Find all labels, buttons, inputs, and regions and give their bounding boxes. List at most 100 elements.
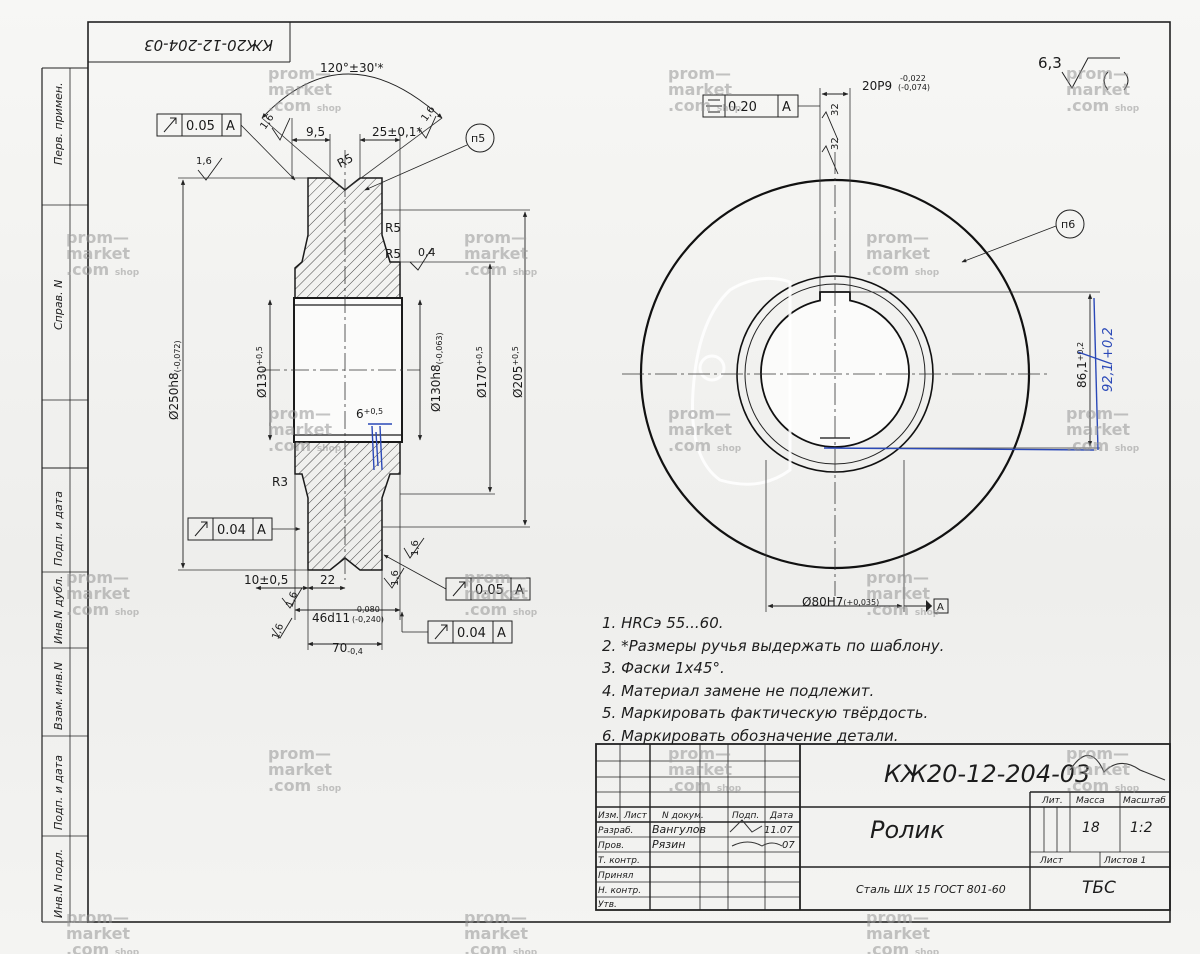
svg-text:(-0,240): (-0,240) <box>352 615 384 624</box>
tb-role-3: Т. контр. <box>598 856 640 866</box>
title-block <box>595 743 1171 911</box>
tb-mass: 18 <box>1082 820 1100 836</box>
dim-angle: 120°±30'* <box>320 61 384 75</box>
svg-text:(-0,074): (-0,074) <box>898 83 930 92</box>
svg-text:0.05: 0.05 <box>186 119 215 134</box>
tb-name-2: Рязин <box>652 838 685 851</box>
tb-header-doc: N докум. <box>662 811 704 821</box>
svg-text:Ø170+0,5: Ø170+0,5 <box>475 346 489 398</box>
svg-text:-0,080: -0,080 <box>354 605 380 614</box>
tb-header-list: Лист <box>623 811 648 821</box>
side-stamp: Перв. примен. Справ. N Подп. и дата Инв.… <box>52 82 65 918</box>
balloon-n5 <box>465 123 495 153</box>
side-perv-primen: Перв. примен. <box>52 82 65 165</box>
tb-organization: ТБС <box>1082 878 1116 898</box>
side-vzam-inv: Взам. инв.N <box>52 662 65 730</box>
watermark: prom—market.com shop <box>668 64 742 115</box>
svg-text:20P9: 20P9 <box>862 79 892 93</box>
dim-25: 25±0,1* <box>372 125 422 139</box>
rough-1-6-a: 1,6 <box>196 156 212 167</box>
dim-r3: R3 <box>272 475 288 489</box>
note-3: 3. Фаски 1х45°. <box>602 659 725 677</box>
side-podp-data-2: Подп. и дата <box>52 755 65 830</box>
signature-prov <box>731 841 783 847</box>
tb-header-podp: Подп. <box>732 811 759 821</box>
svg-text:70-0,4: 70-0,4 <box>332 641 363 656</box>
svg-text:0.20: 0.20 <box>728 100 757 115</box>
watermark: prom—market.com shop <box>464 908 538 954</box>
watermark: prom—market.com shop <box>268 744 342 795</box>
watermark: prom—market.com shop <box>1066 64 1140 115</box>
section-view: 120°±30'* 9,5 25±0,1* R5 R5 R5 0,4 R3 Ø2… <box>156 61 531 656</box>
watermark: prom—market.com shop <box>668 744 742 795</box>
watermark: prom—market.com shop <box>866 568 940 619</box>
svg-text:6+0,5: 6+0,5 <box>356 407 383 421</box>
dim-d130h8: Ø130h8(-0,063) <box>429 332 444 412</box>
side-sprav-n: Справ. N <box>52 280 65 330</box>
tb-date-2: 07 <box>782 840 795 851</box>
watermark: prom—market.com shop <box>66 568 140 619</box>
handwritten-marks-left <box>368 423 392 471</box>
tb-sheets-label: Листов 1 <box>1103 856 1146 866</box>
rough-1-6-d: 1,6 <box>410 540 421 556</box>
tolerance-runout-top: 0.05 A <box>156 113 296 181</box>
dim-r5-upper: R5 <box>385 221 401 235</box>
signature-razrab <box>729 819 763 833</box>
tb-role-4: Принял <box>598 871 634 881</box>
dim-bore: Ø80H7(+0,035) <box>802 595 879 609</box>
svg-text:46d11: 46d11 <box>312 611 350 625</box>
svg-text:0.04: 0.04 <box>457 626 486 641</box>
dim-keyway: 20P9 -0,022 (-0,074) <box>862 74 930 93</box>
side-inv-podl: Инв.N подл. <box>52 849 65 918</box>
watermark: prom—market.com shop <box>66 908 140 954</box>
note-1: 1. HRCэ 55...60. <box>602 614 724 632</box>
tb-role-5: Н. контр. <box>598 886 641 896</box>
watermark: prom—market.com shop <box>1066 744 1140 795</box>
tb-role-2: Пров. <box>598 841 624 851</box>
signature-number <box>1069 754 1166 781</box>
roughness-keyway <box>821 111 839 175</box>
svg-text:-0,022: -0,022 <box>900 74 926 83</box>
front-view: 20P9 -0,022 (-0,074) 86,1+0,2 Ø80H7(+0,0… <box>622 54 1129 614</box>
svg-text:A: A <box>497 626 506 641</box>
dim-22: 22 <box>320 573 335 587</box>
svg-text:Ø80H7(+0,035): Ø80H7(+0,035) <box>802 595 879 609</box>
balloon-n6-label: п6 <box>1061 218 1075 231</box>
side-podp-data-1: Подп. и дата <box>52 491 65 566</box>
dim-d250: Ø250h8(-0,072) <box>167 340 182 420</box>
note-2: 2. *Размеры ручья выдержать по шаблону. <box>602 636 945 655</box>
balloon-n6 <box>1055 209 1085 239</box>
dim-d170: Ø170+0,5 <box>475 346 489 398</box>
watermark: prom—market.com shop <box>866 228 940 279</box>
tolerance-runout-left: 0.04 A <box>187 517 301 541</box>
handwritten-correction <box>823 297 1113 451</box>
rough-1-6-f: 1,6 <box>284 590 300 609</box>
side-inv-dubl: Инв.N дубл. <box>52 575 65 644</box>
tb-drawing-number: КЖ20-12-204-03 <box>884 760 1090 788</box>
tb-part-name: Ролик <box>870 816 945 844</box>
svg-text:A: A <box>226 119 235 134</box>
tb-lit-label: Лит. <box>1041 796 1063 806</box>
dim-70: 70-0,4 <box>332 641 363 656</box>
svg-text:0.05: 0.05 <box>475 583 504 598</box>
dim-46: 46d11 -0,080 (-0,240) <box>312 605 384 625</box>
drawing-frame <box>41 21 1171 923</box>
note-6: 6. Маркировать обозначение детали. <box>602 726 899 745</box>
rough-3-2-a: 32 <box>830 103 841 116</box>
svg-text:Ø250h8(-0,072): Ø250h8(-0,072) <box>167 340 182 420</box>
tb-header-izm: Изм. <box>598 811 619 821</box>
svg-text:A: A <box>257 523 266 538</box>
tb-header-data: Дата <box>769 811 793 821</box>
watermark: prom—market.com shop <box>1066 404 1140 455</box>
title-block-text: Изм. Лист N докум. Подп. Дата Разраб. Ва… <box>598 754 1166 910</box>
dim-9-5: 9,5 <box>306 125 325 139</box>
watermark: prom—market.com shop <box>464 568 538 619</box>
dim-d205: Ø205+0,5 <box>511 346 525 398</box>
dim-d130: Ø130+0,5 <box>255 346 269 398</box>
rough-1-6-e: 1,6 <box>390 570 401 586</box>
tb-material: Сталь ШХ 15 ГОСТ 801-60 <box>856 883 1006 896</box>
svg-text:Ø130h8(-0,063): Ø130h8(-0,063) <box>429 332 444 412</box>
dim-6: 6+0,5 <box>356 407 383 421</box>
tb-scale: 1:2 <box>1130 820 1153 836</box>
